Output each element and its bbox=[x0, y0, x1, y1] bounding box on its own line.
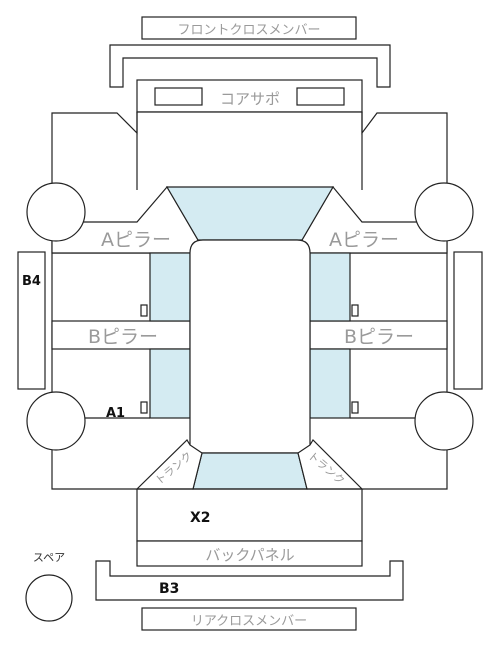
door-handle-right-front bbox=[351, 304, 359, 317]
marker-x2: X2 bbox=[190, 510, 211, 526]
core-support-label: コアサポ bbox=[220, 90, 280, 108]
wheel-rear-left bbox=[26, 391, 86, 451]
roof-panel bbox=[189, 239, 311, 454]
marker-b3: B3 bbox=[159, 581, 179, 597]
front-cross-member-label: フロントクロスメンバー bbox=[177, 23, 320, 38]
spare-tire bbox=[25, 574, 73, 622]
door-handle-left-rear bbox=[140, 401, 148, 414]
a-pillar-left-label: Aピラー bbox=[101, 229, 171, 251]
rear-cross-member-label: リアクロスメンバー bbox=[191, 614, 307, 629]
wheel-rear-right bbox=[414, 391, 474, 451]
spare-label: スペア bbox=[33, 551, 65, 564]
wheel-front-right bbox=[414, 182, 474, 242]
left-rear-window bbox=[149, 348, 191, 419]
wheel-front-left bbox=[26, 182, 86, 242]
rear-bumper-bracket bbox=[95, 560, 404, 601]
door-handle-left-front bbox=[140, 304, 148, 317]
right-side-sill bbox=[453, 251, 483, 390]
back-panel-box bbox=[136, 540, 363, 567]
b-pillar-left-label: Bピラー bbox=[88, 326, 158, 348]
a-pillar-right-label: Aピラー bbox=[329, 229, 399, 251]
front-cross-member-box bbox=[141, 16, 357, 40]
door-handle-right-rear bbox=[351, 401, 359, 414]
b-pillar-left bbox=[51, 320, 191, 350]
marker-a1: A1 bbox=[106, 406, 125, 421]
b-pillar-right bbox=[309, 320, 448, 350]
right-front-window bbox=[309, 252, 351, 322]
rear-glass bbox=[192, 452, 308, 490]
front-bumper-bracket bbox=[109, 44, 391, 88]
rear-cross-member-box bbox=[141, 607, 357, 631]
core-support-left-slot bbox=[154, 87, 203, 106]
back-panel-label: バックパネル bbox=[205, 546, 294, 564]
b-pillar-right-label: Bピラー bbox=[344, 326, 414, 348]
left-front-window bbox=[149, 252, 191, 322]
marker-b4: B4 bbox=[22, 274, 41, 289]
left-side-sill bbox=[17, 251, 46, 390]
core-support-right-slot bbox=[296, 87, 345, 106]
right-rear-window bbox=[309, 348, 351, 419]
